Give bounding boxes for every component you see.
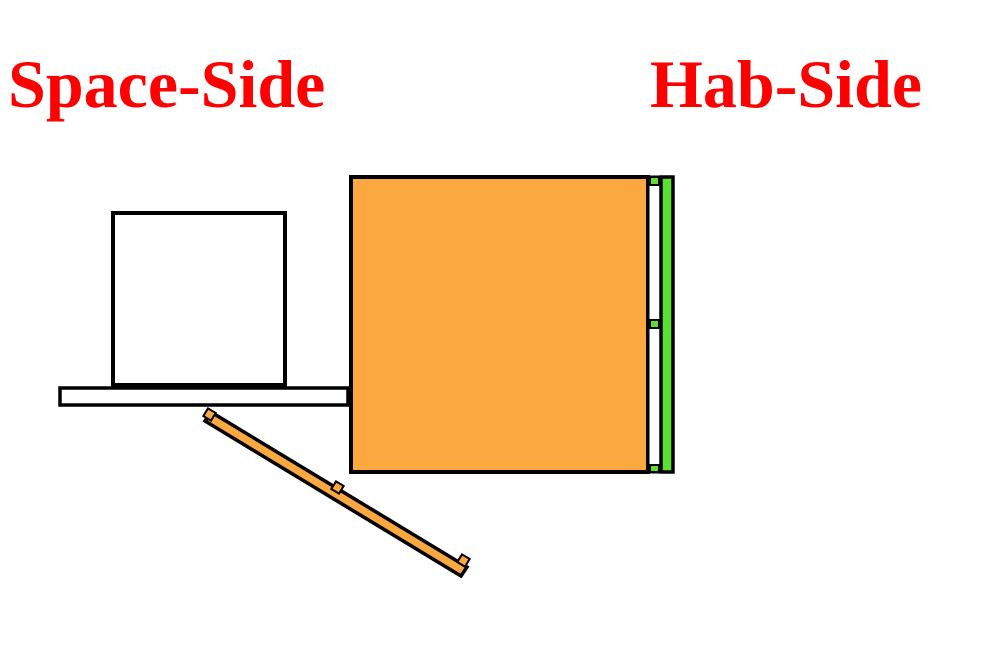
shelf-platform (58, 386, 350, 407)
green-hatch-bar (659, 175, 675, 474)
tilted-orange-bar (201, 406, 472, 579)
green-spacer (649, 176, 660, 186)
orange-bar-end-tab (455, 552, 472, 569)
orange-block (349, 175, 650, 474)
orange-bar-middle-tab (329, 479, 346, 496)
green-spacer (649, 464, 660, 473)
orange-bar-end-tab (201, 406, 218, 423)
space-side-label: Space-Side (8, 46, 326, 122)
white-box (111, 211, 287, 387)
green-spacer (649, 319, 660, 329)
hab-side-label: Hab-Side (650, 46, 923, 122)
